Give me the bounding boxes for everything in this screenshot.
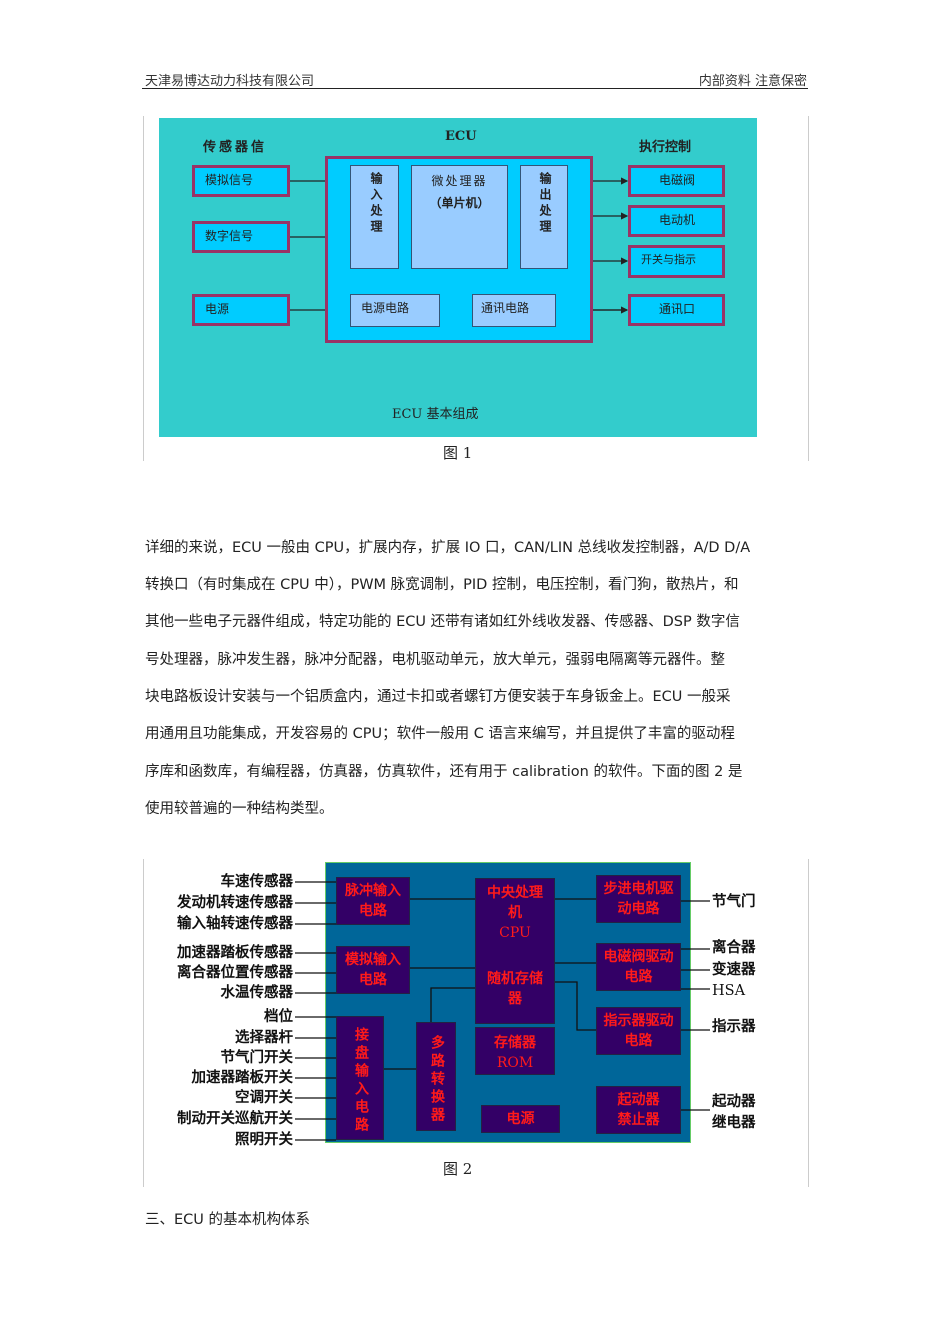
paragraph-line: 块电路板设计安装与一个铝质盒内，通过卡扣或者螺钉方便安装于车身钣金上。ECU 一… (145, 689, 731, 705)
label-indicator: 指示器 (712, 1019, 756, 1035)
label-water-temp-sensor: 水温传感器 (220, 985, 294, 1001)
paragraph-line: 序库和函数库，有编程器，仿真器，仿真软件，还有用于 calibration 的软… (145, 764, 743, 780)
input-analog: 模拟信号 (192, 165, 290, 197)
output-processing: 输出处理 (520, 165, 568, 269)
label-clutch-position-sensor: 离合器位置传感器 (177, 965, 293, 981)
label-pedal-switch: 加速器踏板开关 (191, 1070, 294, 1086)
output-solenoid: 电磁阀 (628, 165, 725, 197)
figure1-caption: 图 1 (443, 444, 473, 462)
paragraph-line: 使用较普遍的一种结构类型。 (145, 801, 334, 817)
label-engine-speed-sensor: 发动机转速传感器 (177, 895, 293, 911)
switch-input-circuit: 接盘输入电路 (336, 1016, 384, 1140)
cpu-block: 中央处理机 CPU 随机存储器 (475, 878, 555, 1024)
header-company: 天津易博达动力科技有限公司 (145, 74, 315, 89)
input-power: 电源 (192, 294, 290, 326)
label-starter: 起动器 (712, 1094, 756, 1110)
input-processing: 输入处理 (350, 165, 399, 269)
label-vehicle-speed-sensor: 车速传感器 (220, 874, 294, 890)
multiplexer: 多路转换器 (416, 1022, 456, 1131)
figure2-frame (143, 859, 809, 1187)
analog-input-circuit: 模拟输入电路 (336, 946, 410, 994)
label-brake-cruise-switch: 制动开关巡航开关 (177, 1111, 293, 1127)
label-gear: 档位 (264, 1009, 293, 1025)
rom-block: 存储器 ROM (475, 1027, 555, 1075)
mcu-label: （单片机） (429, 196, 490, 210)
label-relay: 继电器 (712, 1115, 756, 1131)
paragraph-line: 详细的来说，ECU 一般由 CPU，扩展内存，扩展 IO 口，CAN/LIN 总… (145, 540, 751, 556)
starter-inhibitor: 起动器禁止器 (596, 1086, 681, 1134)
ram-label: 随机存储器 (487, 971, 543, 1007)
output-switch-indicator: 开关与指示 (628, 245, 725, 278)
pulse-input-circuit: 脉冲输入电路 (336, 877, 410, 925)
figure2-caption: 图 2 (443, 1160, 473, 1178)
figure1-diagram: 传感器信 ECU 执行控制 模拟信号 数字信号 电源 输入处理 微处理器 （单片… (159, 118, 757, 437)
stepper-driver: 步进电机驱动电路 (596, 875, 681, 923)
microprocessor-label: 微处理器 (431, 174, 488, 188)
paragraph-line: 转换口（有时集成在 CPU 中），PWM 脉宽调制，PID 控制，电压控制，看门… (145, 577, 739, 593)
sensor-title: 传感器信 (203, 140, 268, 155)
label-transmission: 变速器 (712, 962, 756, 978)
paragraph-line: 其他一些电子元器件组成，特定功能的 ECU 还带有诸如红外线收发器、传感器、DS… (145, 614, 740, 630)
label-light-switch: 照明开关 (235, 1132, 293, 1148)
label-throttle: 节气门 (712, 894, 756, 910)
cpu-label: 中央处理机 (487, 885, 543, 921)
ecu-title: ECU (445, 129, 477, 144)
actuator-title: 执行控制 (639, 140, 692, 155)
label-hsa: HSA (712, 983, 746, 999)
rom-en-label: ROM (496, 1055, 534, 1071)
header-confidential: 内部资料 注意保密 (698, 74, 807, 89)
microprocessor-box: 微处理器 （单片机） (411, 165, 508, 269)
rom-label: 存储器 (494, 1035, 536, 1051)
figure1-frame (143, 116, 809, 461)
power-circuit: 电源电路 (350, 294, 440, 327)
label-throttle-switch: 节气门开关 (220, 1050, 294, 1066)
solenoid-driver: 电磁阀驱动电路 (596, 943, 681, 991)
paragraph-line: 用通用且功能集成，开发容易的 CPU；软件一般用 C 语言来编写，并且提供了丰富… (145, 726, 735, 742)
label-input-shaft-sensor: 输入轴转速传感器 (177, 916, 293, 932)
output-comm-port: 通讯口 (628, 294, 725, 326)
comm-circuit: 通讯电路 (472, 294, 556, 327)
figure1-footer: ECU 基本组成 (392, 407, 479, 422)
indicator-driver: 指示器驱动电路 (596, 1007, 681, 1055)
input-digital: 数字信号 (192, 221, 290, 253)
label-clutch: 离合器 (712, 940, 756, 956)
power-block: 电源 (481, 1105, 560, 1133)
label-selector-lever: 选择器杆 (235, 1030, 293, 1046)
section-heading: 三、ECU 的基本机构体系 (145, 1212, 311, 1228)
header-rule (142, 88, 808, 89)
label-pedal-sensor: 加速器踏板传感器 (177, 945, 293, 961)
paragraph-line: 号处理器，脉冲发生器，脉冲分配器，电机驱动单元，放大单元，强弱电隔离等元器件。整 (145, 652, 725, 668)
label-ac-switch: 空调开关 (235, 1090, 293, 1106)
output-motor: 电动机 (628, 205, 725, 237)
cpu-en-label: CPU (499, 925, 531, 941)
